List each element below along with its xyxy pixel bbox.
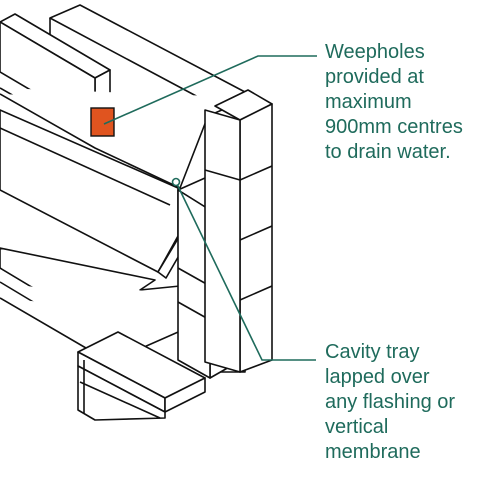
weepholes-annotation: Weepholes provided at maximum 900mm cent…: [325, 41, 463, 163]
timber-beam: [77, 331, 206, 421]
cavity-tray-leader-line: [175, 181, 316, 361]
cavity-tray-annotation: Cavity tray lapped over any flashing or …: [325, 341, 456, 463]
brick-column: [204, 89, 273, 373]
weepholes-leader-line: [103, 55, 317, 125]
weephole-marker: [90, 107, 115, 137]
cavity-tray-leader-dot: [171, 177, 181, 187]
floor-layers: [0, 247, 211, 363]
